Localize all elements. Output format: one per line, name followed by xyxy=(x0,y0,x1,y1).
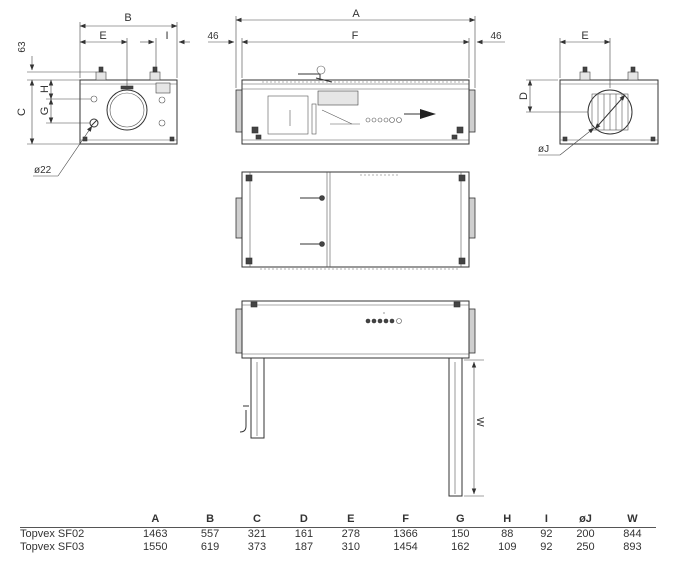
end-view: E D øJ xyxy=(518,30,659,156)
dim-label-b: B xyxy=(124,12,131,24)
table-cell: 109 xyxy=(498,541,517,553)
table-cell: 321 xyxy=(247,528,267,540)
table-cell: 250 xyxy=(576,541,595,553)
dim-label-63: 63 xyxy=(17,41,28,53)
table-cell: 619 xyxy=(200,541,220,553)
table-cell: 310 xyxy=(341,541,360,553)
table-cell: 162 xyxy=(451,541,470,553)
table-row: Topvex SF02 1463 557 321 161 278 1366 15… xyxy=(20,528,656,542)
top-view xyxy=(235,171,476,270)
table-cell: 92 xyxy=(540,528,553,540)
dim-label-h: H xyxy=(39,85,51,93)
table-row: Topvex SF03 1550 619 373 187 310 1454 16… xyxy=(20,541,656,554)
dim-label-g: G xyxy=(39,107,51,116)
table-cell: 1463 xyxy=(143,528,168,540)
table-header: G xyxy=(436,511,484,528)
dim-label-w: W xyxy=(474,417,485,427)
table-header-model xyxy=(20,511,124,528)
dim-label-e-end: E xyxy=(581,30,588,42)
table-cell: 1454 xyxy=(393,541,418,553)
table-cell: 1550 xyxy=(143,541,168,553)
table-header: C xyxy=(233,511,281,528)
table-cell: 844 xyxy=(623,528,642,540)
table-cell: 278 xyxy=(341,528,360,540)
dimensions-table: A B C D E F G H I øJ W Topvex SF02 1463 … xyxy=(20,511,656,554)
table-cell-model: Topvex SF03 xyxy=(20,541,85,553)
dim-label-46-right: 46 xyxy=(490,31,502,42)
table-header: F xyxy=(374,511,437,528)
table-header: A xyxy=(124,511,187,528)
table-cell: 893 xyxy=(623,541,642,553)
table-header: I xyxy=(530,511,563,528)
table-header: B xyxy=(186,511,234,528)
table-cell: 92 xyxy=(540,541,553,553)
dim-label-d: D xyxy=(518,92,530,100)
dim-label-f: F xyxy=(352,30,359,42)
table-header: W xyxy=(608,511,656,528)
dim-label-46-left: 46 xyxy=(207,31,219,42)
table-cell: 557 xyxy=(200,528,220,540)
table-cell: 88 xyxy=(501,528,514,540)
table-header: øJ xyxy=(562,511,609,528)
dim-label-i: I xyxy=(165,30,168,42)
table-cell-model: Topvex SF02 xyxy=(20,528,85,540)
table-cell: 187 xyxy=(294,541,314,553)
table-cell: 150 xyxy=(451,528,470,540)
dim-label-j: øJ xyxy=(538,144,549,155)
dim-label-a: A xyxy=(352,8,360,20)
dim-label-e-front: E xyxy=(99,30,106,42)
side-view: A F 46 46 xyxy=(207,8,505,145)
table-cell: 1366 xyxy=(393,528,418,540)
table-cell: 161 xyxy=(294,528,314,540)
table-header-row: A B C D E F G H I øJ W xyxy=(20,511,656,528)
technical-drawing: B E I C 63 H G ø22 xyxy=(16,8,659,497)
bottom-view: W xyxy=(235,300,485,497)
table-cell: 373 xyxy=(247,541,267,553)
table-cell: 200 xyxy=(576,528,595,540)
table-header: E xyxy=(327,511,375,528)
front-view: B E I C 63 H G ø22 xyxy=(16,12,190,177)
table-header: D xyxy=(280,511,328,528)
table-header: H xyxy=(483,511,531,528)
dim-label-c: C xyxy=(16,108,28,116)
dim-label-22: ø22 xyxy=(34,165,52,176)
